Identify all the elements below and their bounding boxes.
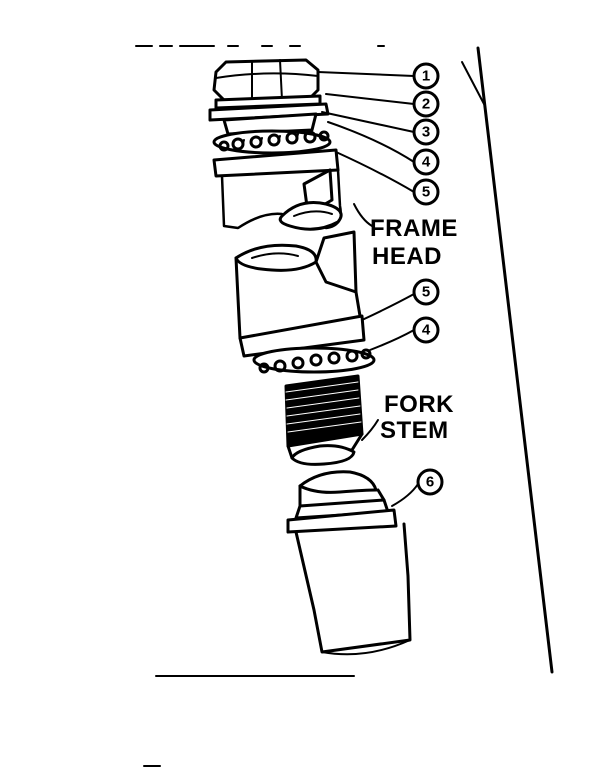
- callout-1: 1: [412, 62, 440, 90]
- fork-stem-label-line2: STEM: [380, 417, 449, 444]
- frame-head-upper-section: [278, 168, 343, 231]
- fork-stem-label-line1: FORK: [384, 391, 454, 418]
- callout-3: 3: [412, 118, 440, 146]
- svg-text:4: 4: [422, 154, 431, 171]
- part-4-bearing-lower: [252, 346, 376, 374]
- part-3-adjustable-cup: [222, 112, 318, 136]
- svg-text:5: 5: [422, 184, 430, 201]
- svg-text:4: 4: [422, 322, 431, 339]
- callout-5-upper: 5: [412, 178, 440, 206]
- svg-text:3: 3: [422, 124, 430, 141]
- fork-column: [294, 522, 412, 656]
- callout-2: 2: [412, 90, 440, 118]
- part-5-cup-lower: [238, 314, 366, 358]
- svg-text:2: 2: [422, 96, 430, 113]
- part-6-crown-race: [286, 470, 398, 534]
- leader-lines: [317, 71, 419, 507]
- callout-6: 6: [416, 468, 444, 496]
- svg-text:5: 5: [422, 284, 430, 301]
- frame-head-lower-section: [234, 230, 362, 340]
- part-1-lock-nut: [212, 58, 320, 102]
- scan-artifacts: [135, 45, 554, 767]
- callout-4-lower: 4: [412, 316, 440, 344]
- fork-stem: [284, 374, 364, 466]
- frame-head-label-line1: FRAME: [370, 215, 458, 242]
- callout-4-upper: 4: [412, 148, 440, 176]
- svg-text:1: 1: [422, 68, 430, 85]
- part-4-bearing-upper: [212, 129, 332, 155]
- callout-5-lower: 5: [412, 278, 440, 306]
- frame-head-label-line2: HEAD: [372, 243, 442, 270]
- part-2-washer: [208, 94, 330, 122]
- svg-text:6: 6: [426, 474, 434, 491]
